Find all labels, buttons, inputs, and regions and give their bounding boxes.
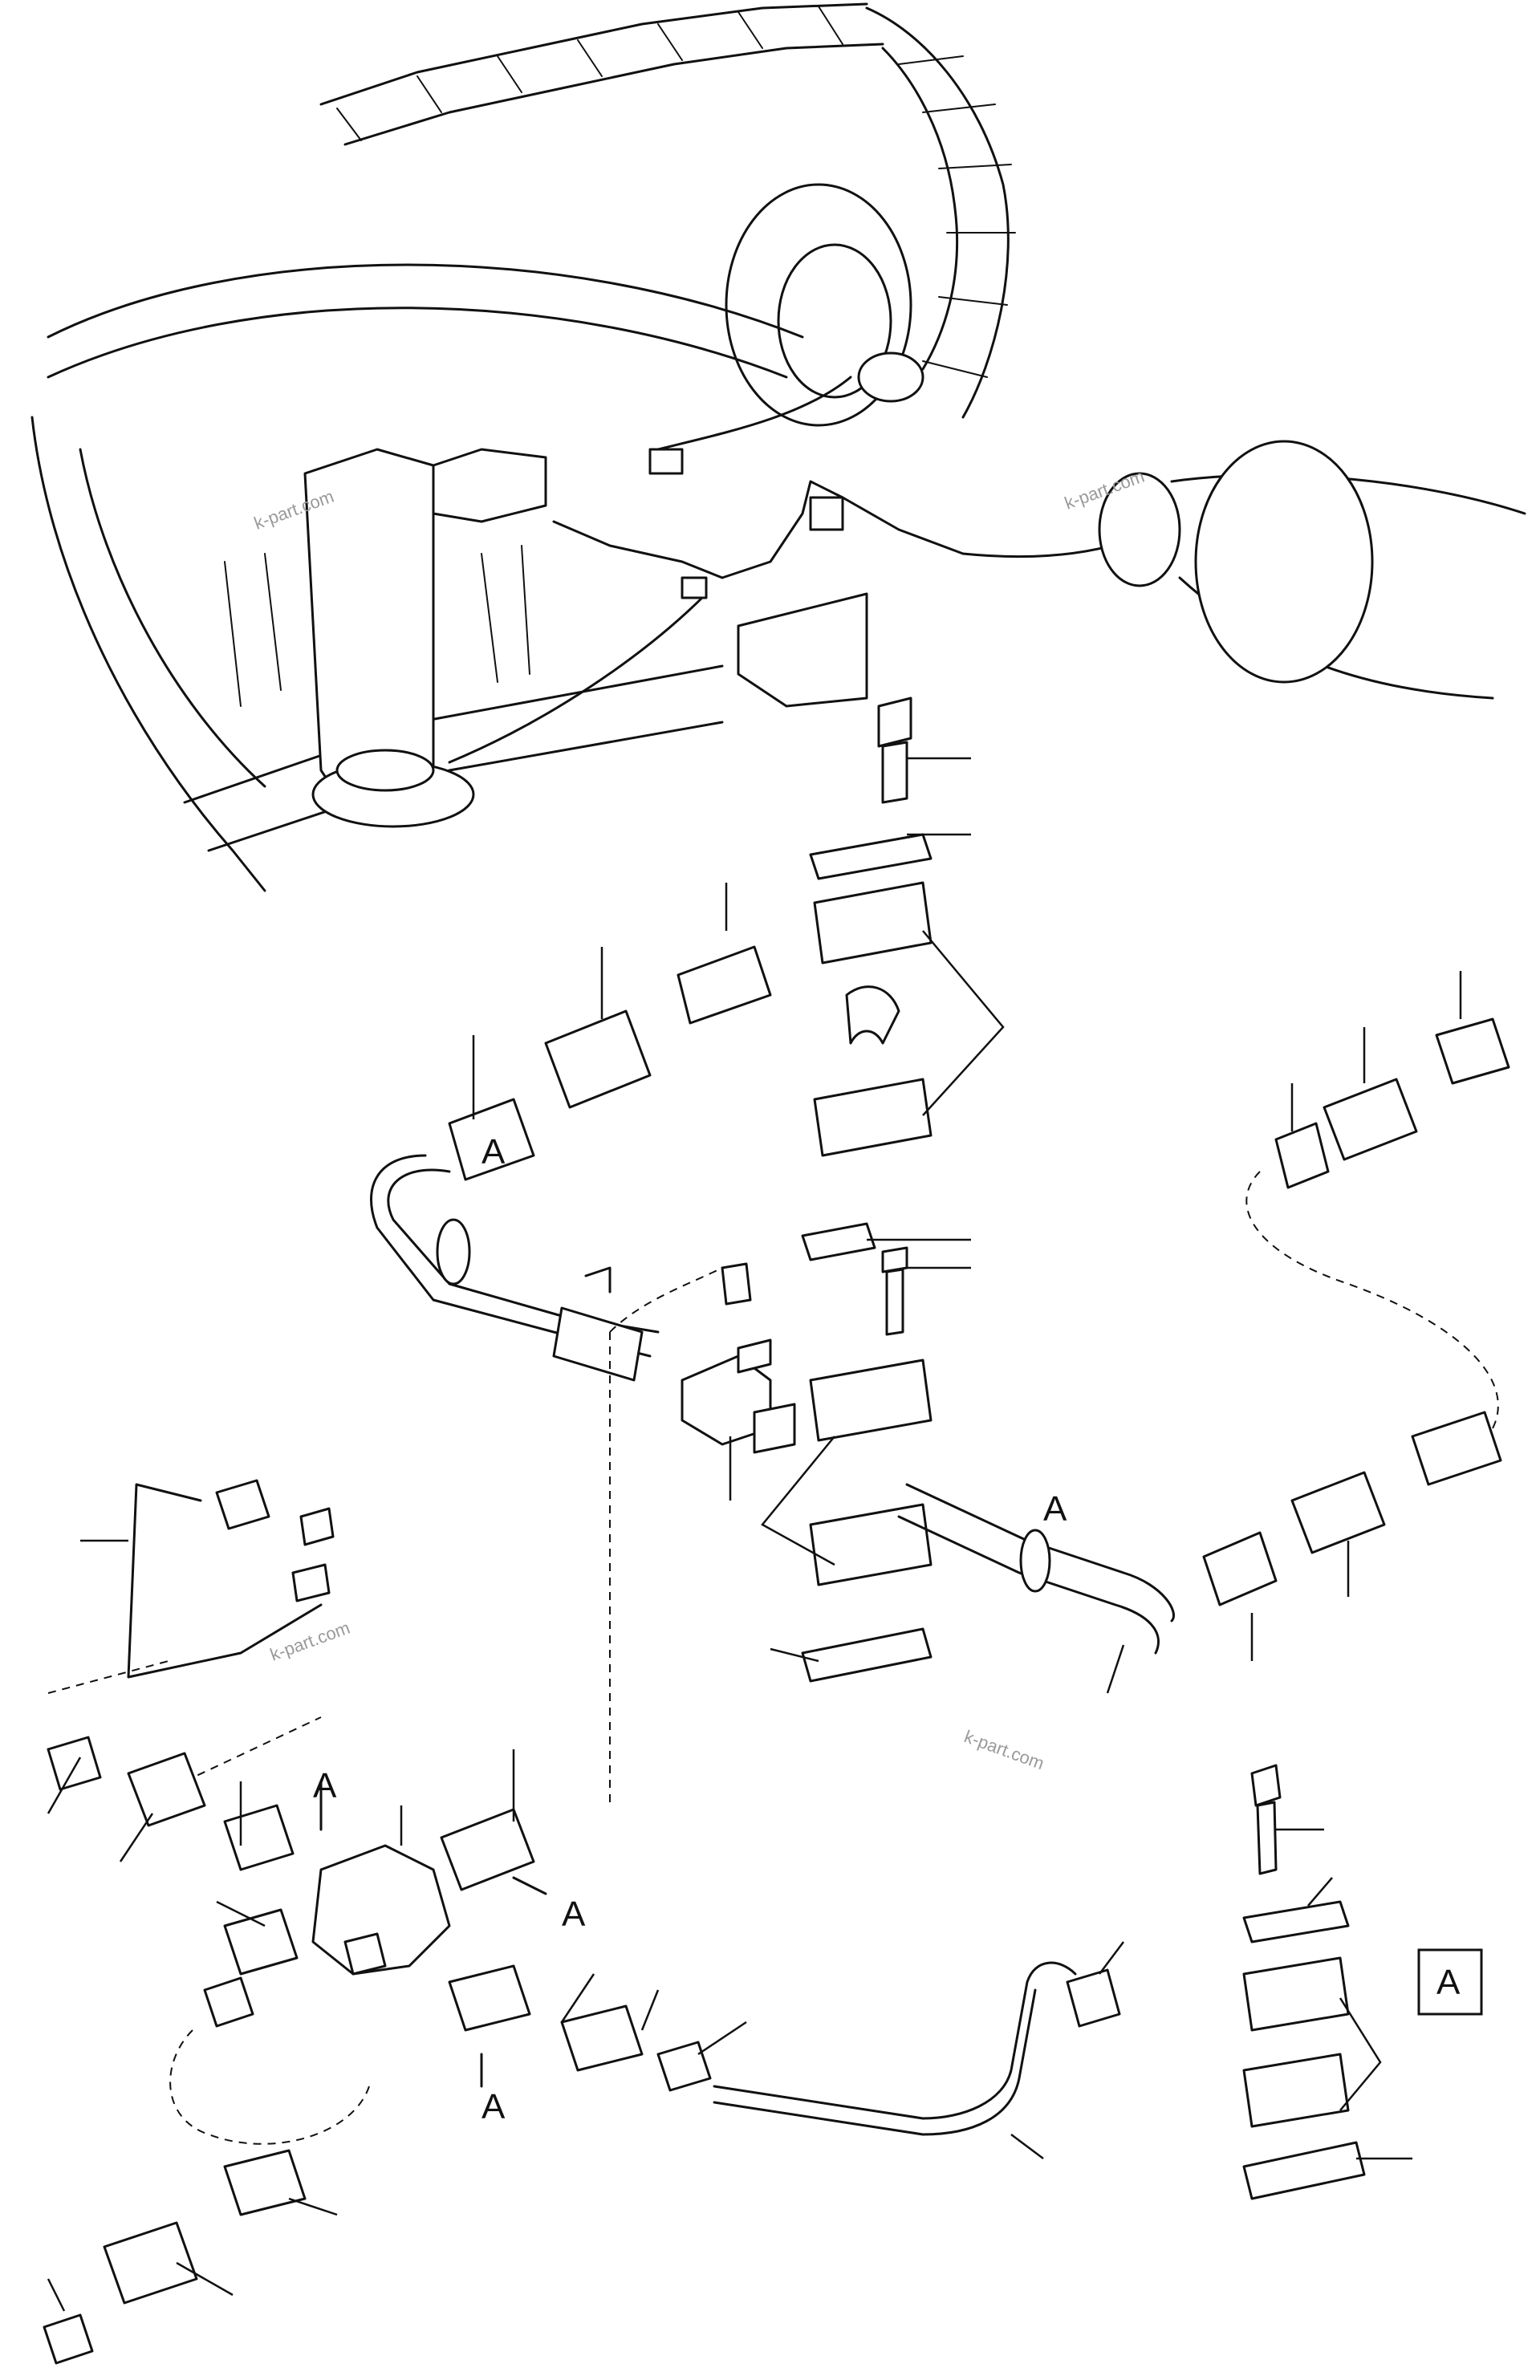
tee-fitting-upper (609, 1262, 796, 1805)
clamp-block-lower-1 (809, 1359, 933, 1442)
straight-connector (448, 1098, 535, 1181)
clamp-half-upper (813, 881, 933, 965)
detail-clamp-lower (1242, 2053, 1350, 2128)
section-a-label: A (1436, 1963, 1461, 2002)
pipe-run-upper: A (370, 883, 772, 1382)
cross-fitting-group: k-part.com A A A k-part.com (43, 1479, 1124, 2365)
hose-sleeve-right (1411, 1411, 1502, 1486)
detail-base-plate (1242, 2141, 1366, 2200)
section-a-label-box (1417, 1948, 1483, 2016)
clamp-assembly-center (761, 697, 1005, 1683)
detail-plate (1242, 1900, 1350, 1943)
steel-pipe-left-bend (387, 1168, 660, 1334)
clamp-plate (809, 833, 933, 880)
pipe-insert (845, 985, 900, 1045)
section-callout-a-4: A (562, 1895, 586, 1934)
section-callout-a-3: A (313, 1766, 337, 1805)
hose-loop-right (1245, 971, 1510, 1429)
rigid-pipe-upper-left (127, 1483, 323, 1679)
idler-wheel (725, 183, 924, 427)
section-callout-a-2: A (1043, 1489, 1067, 1529)
hose-sleeve (677, 945, 772, 1025)
connector-nut-right (1202, 1531, 1278, 1606)
hose-fitting-right (1290, 1471, 1386, 1554)
clamp-base-plate (801, 1627, 933, 1683)
pipe-segment (552, 1306, 644, 1382)
socket-screw (881, 1246, 908, 1336)
final-drive (1098, 440, 1526, 700)
watermark-middle-right: k-part.com (961, 1726, 1046, 1773)
section-callout-a-1: A (482, 1132, 506, 1172)
watermark-middle-left: k-part.com (267, 1618, 352, 1665)
section-callout-a-5: A (482, 2087, 506, 2126)
clamp-spacer (801, 1222, 876, 1261)
center-swivel-joint (303, 448, 547, 828)
detail-hex-bolt (1250, 1764, 1282, 1875)
clamp-half-lower (813, 1078, 933, 1157)
grease-hose-routing (448, 376, 1173, 764)
clamp-block-lower-2 (809, 1503, 933, 1586)
hose-fitting (544, 1009, 652, 1109)
undercarriage-illustration: k-part.com k-part.com (30, 2, 1526, 892)
hex-bolt (877, 697, 912, 804)
detail-clamp-upper (1242, 1956, 1350, 2032)
crawler-track (319, 2, 1016, 419)
section-a-detail: A (1242, 1764, 1483, 2200)
pipe-run-right: A (897, 1411, 1502, 1694)
